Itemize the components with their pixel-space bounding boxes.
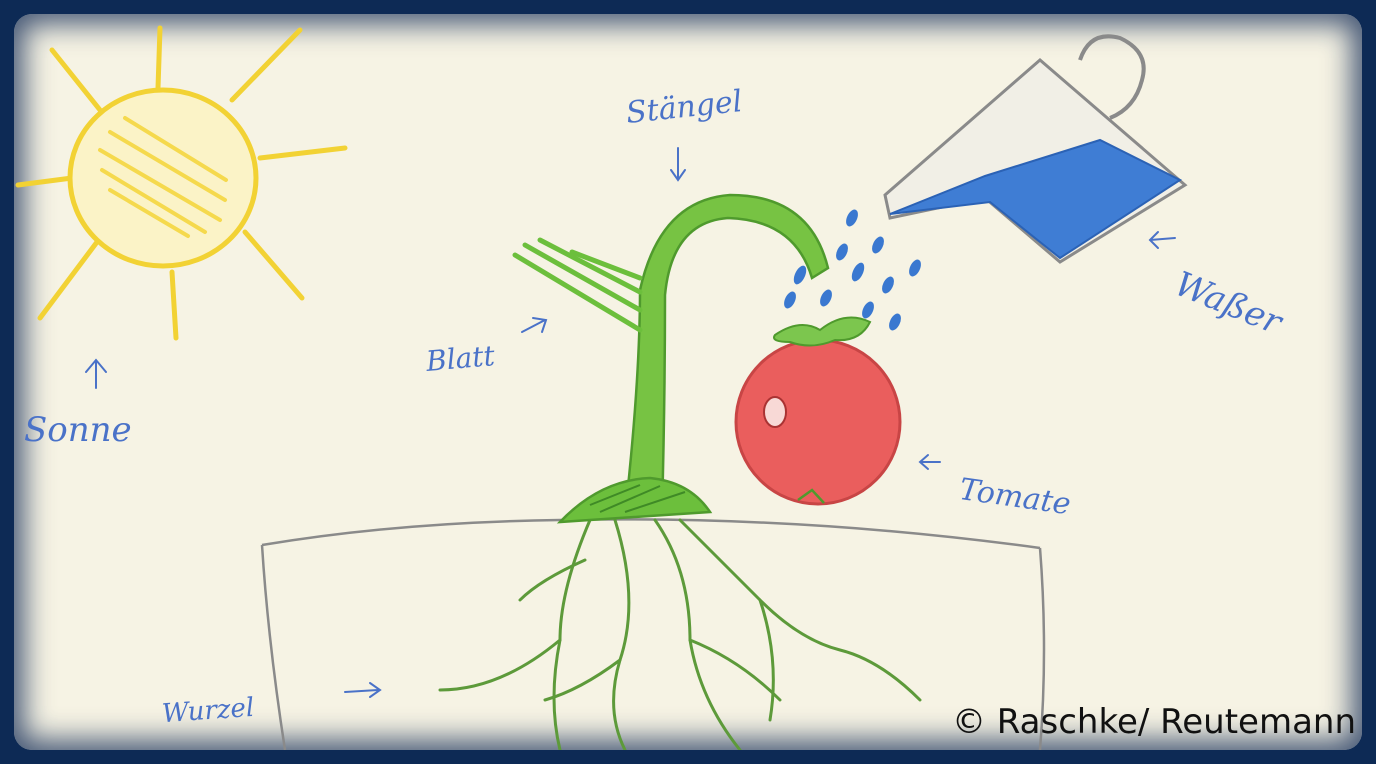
roots-icon (440, 520, 920, 750)
watering-can-icon (885, 36, 1185, 262)
label-sun: Sonne (24, 410, 132, 450)
sun-icon (18, 28, 345, 338)
soil-outline (262, 519, 1044, 750)
label-root: Wurzel (161, 693, 255, 729)
copyright-notice: © Raschke/ Reutemann (952, 702, 1356, 742)
tomato-icon (736, 318, 900, 505)
drawing-paper: Sonne Stängel Blatt Waßer Tomate Wurzel … (14, 14, 1362, 750)
label-leaf: Blatt (425, 339, 496, 378)
pointer-arrows (86, 148, 1175, 697)
leaf-icon (515, 240, 640, 330)
